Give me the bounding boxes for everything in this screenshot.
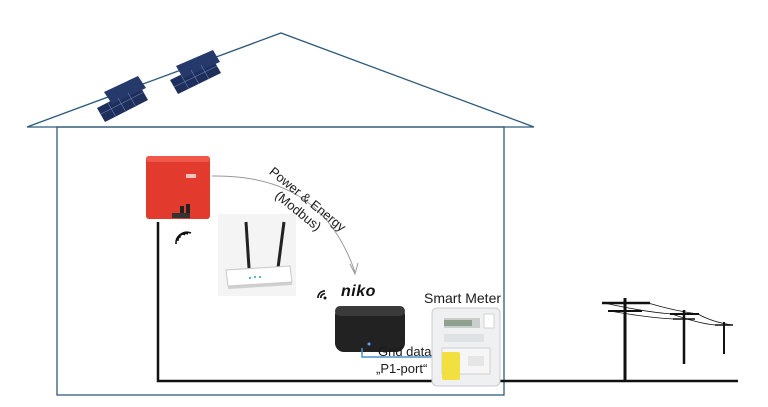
niko-logo: niko [341, 283, 376, 300]
solar-panel-icon [170, 50, 221, 94]
wifi-icon [317, 290, 327, 300]
smart-meter-label: Smart Meter [424, 290, 502, 306]
inverter-icon [146, 156, 210, 219]
solar-panel-icon [97, 76, 148, 122]
router-icon [218, 214, 296, 296]
p1-data-line [361, 348, 450, 358]
p1-port-label: „P1-port“ [376, 361, 428, 376]
wifi-icon [175, 231, 192, 245]
grid-data-label: Grid data [378, 344, 432, 359]
house-walls [56, 126, 505, 396]
utility-pole-icon [602, 298, 733, 381]
modbus-arrow [211, 175, 356, 273]
gateway-icon [335, 306, 405, 352]
arrow-head [349, 262, 359, 276]
smart-meter-icon [431, 307, 501, 387]
power-cable [156, 222, 738, 383]
